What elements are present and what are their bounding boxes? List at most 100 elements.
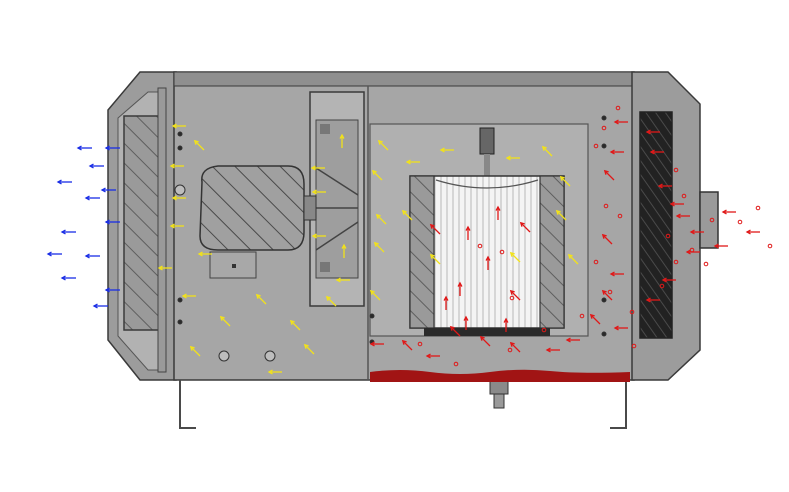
support-leg-right <box>610 380 627 429</box>
exhaust-arrow <box>76 145 92 151</box>
oil-droplet <box>607 289 613 295</box>
bolt <box>369 313 375 319</box>
contaminant-arrow <box>661 277 676 283</box>
contaminant-arrow <box>609 271 624 277</box>
exhaust-arrow <box>84 195 100 201</box>
oil-droplet <box>453 361 459 367</box>
oil-droplet <box>499 249 505 255</box>
oil-droplet <box>681 193 687 199</box>
oil-mist-droplets <box>417 105 773 367</box>
contaminant-arrow <box>509 289 521 301</box>
bolt <box>601 331 607 337</box>
bolt <box>601 143 607 149</box>
contaminant-arrow <box>745 229 760 235</box>
flow-arrow <box>181 293 196 299</box>
flow-arrow <box>505 155 520 161</box>
oil-droplet <box>629 309 635 315</box>
flow-arrow <box>311 189 326 195</box>
flow-arrow <box>289 319 301 331</box>
contaminant-arrow <box>465 225 471 240</box>
bolt <box>177 145 183 151</box>
exhaust-filter <box>123 87 167 373</box>
contaminant-arrow <box>613 325 628 331</box>
bolt <box>601 115 607 121</box>
contaminant-arrow <box>601 289 613 301</box>
flow-arrow <box>339 133 345 148</box>
oil-droplet <box>659 283 665 289</box>
oil-droplet <box>755 205 761 211</box>
contaminant-arrow <box>721 209 736 215</box>
flow-arrow <box>171 123 186 129</box>
flow-arrow <box>377 139 389 151</box>
flow-arrow <box>509 251 521 263</box>
oil-droplet <box>673 259 679 265</box>
contaminant-arrow <box>689 229 704 235</box>
flow-arrow <box>157 265 172 271</box>
internal-flow-arrows <box>157 123 579 375</box>
bolt <box>177 131 183 137</box>
oil-droplet <box>509 295 515 301</box>
contaminant-arrow <box>449 325 461 337</box>
oil-droplet <box>417 341 423 347</box>
flow-arrow <box>371 169 383 181</box>
exhaust-arrow <box>60 229 76 235</box>
oil-droplet <box>767 243 773 249</box>
contaminant-arrow <box>369 341 384 347</box>
contaminant-arrow <box>589 313 601 325</box>
collected-oil <box>370 369 630 382</box>
contaminant-arrow <box>425 353 440 359</box>
exhaust-arrow <box>56 179 72 185</box>
centrifugal-fan-icon <box>303 91 365 307</box>
drain-valve-icon <box>489 379 509 409</box>
exhaust-arrow <box>60 275 76 281</box>
exhaust-arrow <box>88 163 104 169</box>
oil-droplet <box>617 213 623 219</box>
oil-droplet <box>615 105 621 111</box>
contaminant-arrow <box>503 317 509 332</box>
flow-arrow <box>311 233 326 239</box>
contaminant-arrow <box>545 347 560 353</box>
exhaust-arrow <box>104 219 120 225</box>
oil-droplet <box>593 143 599 149</box>
housing <box>107 71 701 429</box>
contaminant-arrow <box>495 205 501 220</box>
flow-arrow <box>567 253 579 265</box>
exhaust-arrow <box>92 303 108 309</box>
exhaust-arrow <box>104 145 120 151</box>
exhaust-arrow <box>84 253 100 259</box>
bolt <box>174 184 186 196</box>
flow-arrow <box>555 209 567 221</box>
flow-arrow <box>541 145 553 157</box>
housing-bolts <box>174 115 607 362</box>
exhaust-arrow <box>100 187 116 193</box>
flow-arrow <box>255 293 267 305</box>
contaminant-arrow <box>429 223 441 235</box>
support-leg-left <box>179 380 196 429</box>
contaminant-arrow <box>509 341 521 353</box>
contaminant-arrow <box>649 149 664 155</box>
contaminated-inlet-arrows <box>369 119 760 359</box>
bolt <box>218 350 230 362</box>
contaminant-arrow <box>463 315 469 330</box>
clean-exhaust-arrows <box>46 145 120 309</box>
flow-arrow <box>325 295 337 307</box>
flow-arrow <box>303 343 315 355</box>
oil-droplet <box>673 167 679 173</box>
flow-arrow <box>169 223 184 229</box>
flow-arrow <box>193 139 205 151</box>
contaminant-arrow <box>685 249 700 255</box>
oil-droplet <box>579 313 585 319</box>
contaminant-arrow <box>601 233 613 245</box>
oil-droplet <box>541 327 547 333</box>
contaminant-arrow <box>613 119 628 125</box>
oil-droplet <box>507 347 513 353</box>
flow-arrow <box>219 315 231 327</box>
contaminant-arrow <box>609 149 624 155</box>
flow-arrow <box>369 289 381 301</box>
flow-arrow <box>405 159 420 165</box>
housing-top-rim <box>173 71 635 87</box>
exhaust-arrow <box>104 287 120 293</box>
flow-arrow <box>341 243 347 258</box>
bolt <box>601 297 607 303</box>
